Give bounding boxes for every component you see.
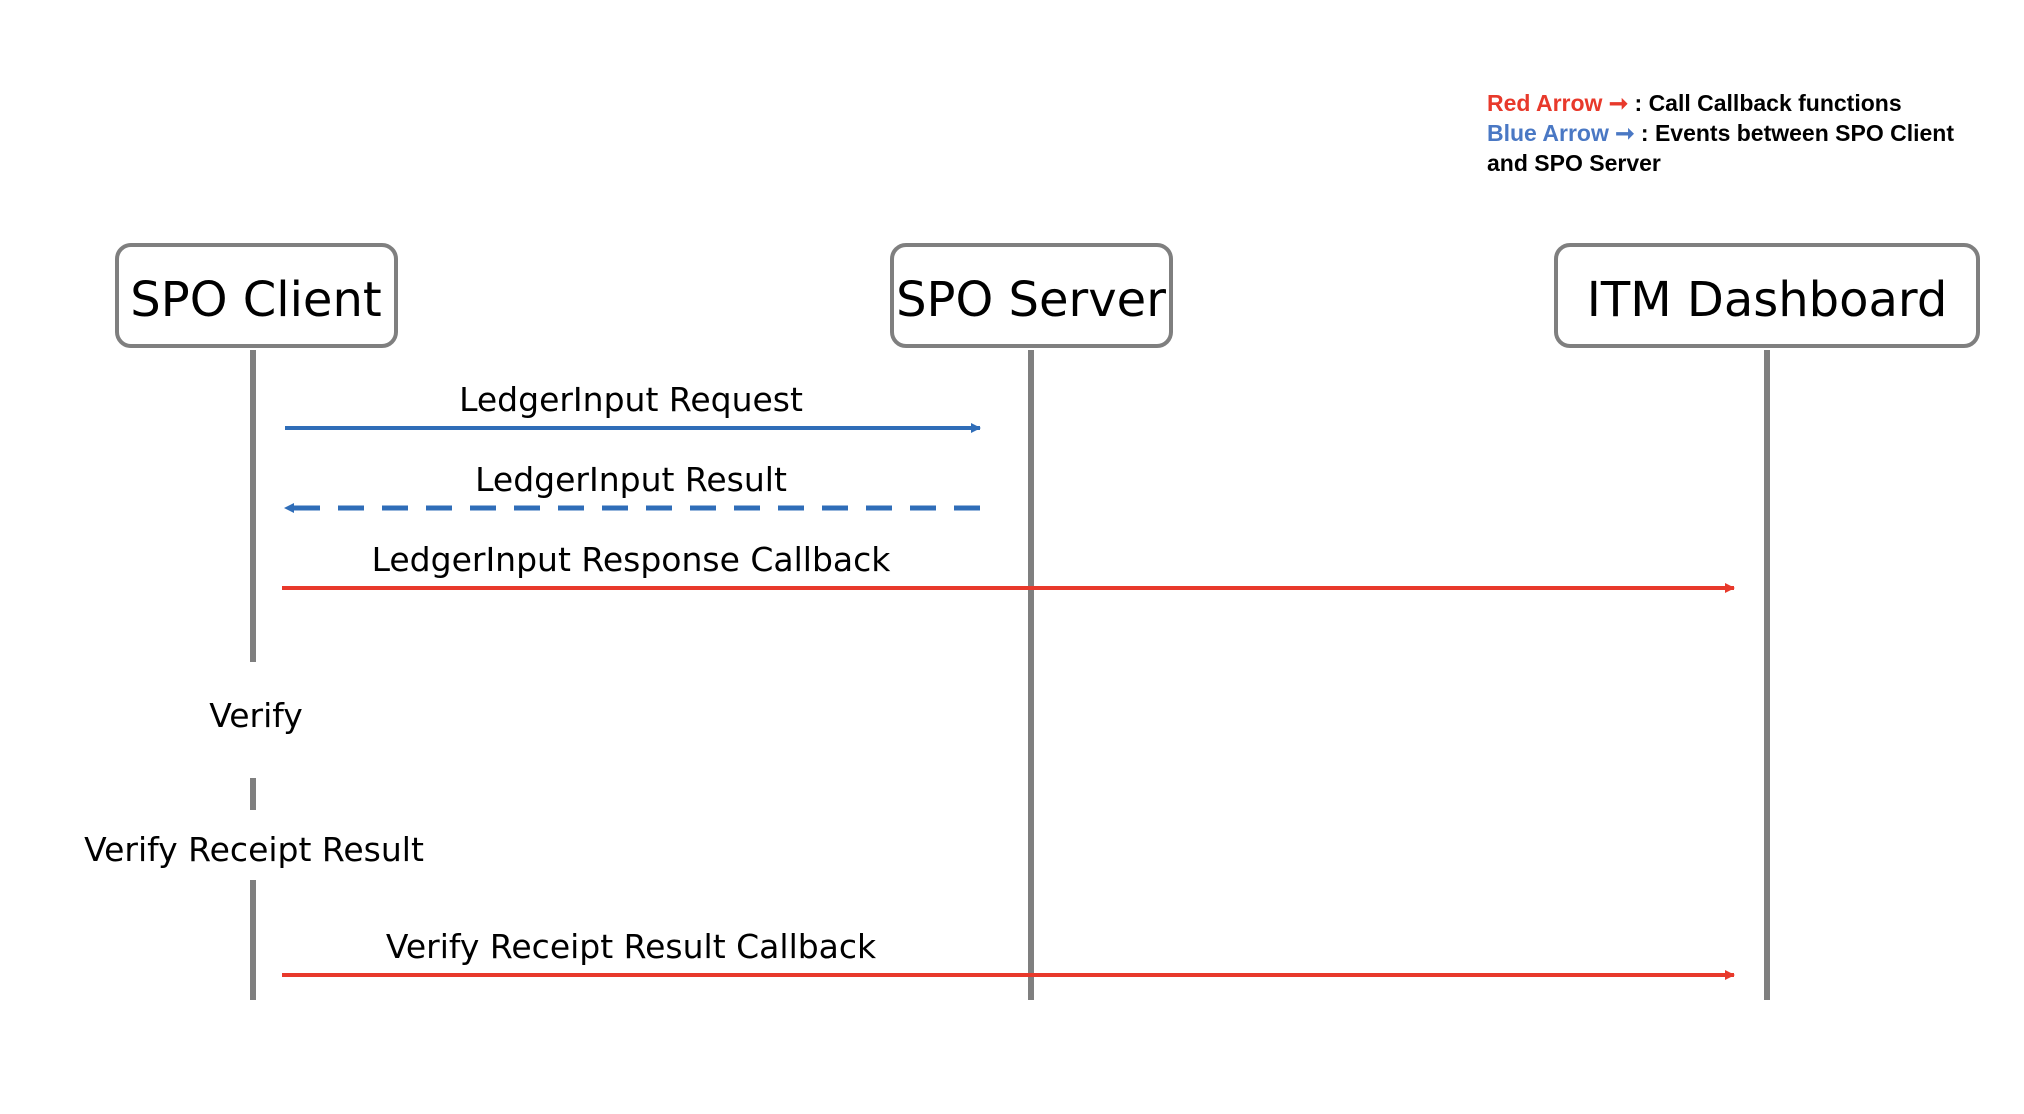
note-verify: Verify [209,696,303,735]
participant-dashboard-box [1554,243,1980,348]
message-ledger-result-label: LedgerInput Result [475,460,787,499]
message-verify-receipt-callback-label: Verify Receipt Result Callback [386,927,877,966]
message-verify-receipt-callback: Verify Receipt Result Callback [282,927,1735,980]
participant-server-label: SPO Server [896,272,1166,328]
participant-dashboard-label: ITM Dashboard [1587,272,1948,328]
legend-blue-desc-cont: and SPO Server [1487,150,1661,176]
legend-red-row: Red Arrow ➞ : Call Callback functions [1487,90,1902,116]
legend-red-label: Red Arrow [1487,90,1603,116]
legend-blue-row: Blue Arrow ➞ : Events between SPO Client [1487,120,1954,146]
message-ledger-response-callback-label: LedgerInput Response Callback [372,540,892,579]
legend-red-desc: : Call Callback functions [1635,90,1902,116]
note-verify-receipt-result: Verify Receipt Result [84,830,424,869]
message-ledger-response-callback: LedgerInput Response Callback [282,540,1735,593]
lifelines [250,350,1770,1000]
legend-blue-label: Blue Arrow [1487,120,1609,146]
participant-client: SPO Client [115,243,398,348]
message-ledger-request: LedgerInput Request [285,380,981,433]
participant-client-box [115,243,398,348]
participant-server-box [890,243,1173,348]
legend-red-arrow-icon: ➞ [1609,90,1635,116]
legend-blue-arrow-icon: ➞ [1615,120,1641,146]
legend: Red Arrow ➞ : Call Callback functions Bl… [1487,90,1954,176]
participant-server: SPO Server [890,243,1173,348]
participant-dashboard: ITM Dashboard [1554,243,1980,348]
message-ledger-request-label: LedgerInput Request [459,380,803,419]
legend-blue-desc: : Events between SPO Client [1641,120,1954,146]
message-ledger-result: LedgerInput Result [284,460,980,513]
participant-client-label: SPO Client [130,272,381,328]
